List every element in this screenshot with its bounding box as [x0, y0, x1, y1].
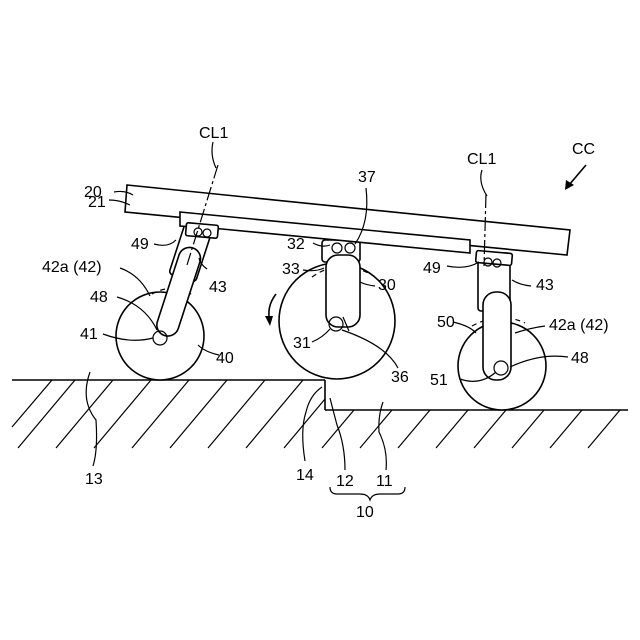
label-cc: CC [572, 141, 595, 158]
label-49-right: 49 [423, 260, 441, 277]
label-48-right: 48 [571, 350, 589, 367]
label-41: 41 [80, 326, 98, 343]
label-48-left: 48 [90, 289, 108, 306]
label-43-right: 43 [536, 277, 554, 294]
label-33: 33 [282, 261, 300, 278]
label-11: 11 [376, 473, 393, 490]
label-50: 50 [437, 314, 455, 331]
cc-arrow [565, 165, 586, 190]
rotation-arrow [265, 294, 276, 326]
label-51: 51 [430, 372, 448, 389]
label-42a-right: 42a (42) [549, 317, 609, 334]
label-32: 32 [287, 236, 305, 253]
label-21: 21 [88, 194, 106, 211]
label-cl1-left: CL1 [199, 125, 228, 142]
label-36: 36 [391, 369, 409, 386]
label-31: 31 [293, 335, 311, 352]
right-caster [458, 253, 546, 410]
label-14: 14 [296, 467, 314, 484]
label-42a-left: 42a (42) [42, 259, 102, 276]
label-cl1-right: CL1 [467, 151, 496, 168]
label-30: 30 [378, 277, 396, 294]
label-12: 12 [336, 473, 354, 490]
label-40: 40 [216, 350, 234, 367]
label-37: 37 [358, 169, 376, 186]
label-13: 13 [85, 471, 103, 488]
label-43-left: 43 [209, 279, 227, 296]
label-10: 10 [356, 504, 374, 521]
label-49-left: 49 [131, 236, 149, 253]
